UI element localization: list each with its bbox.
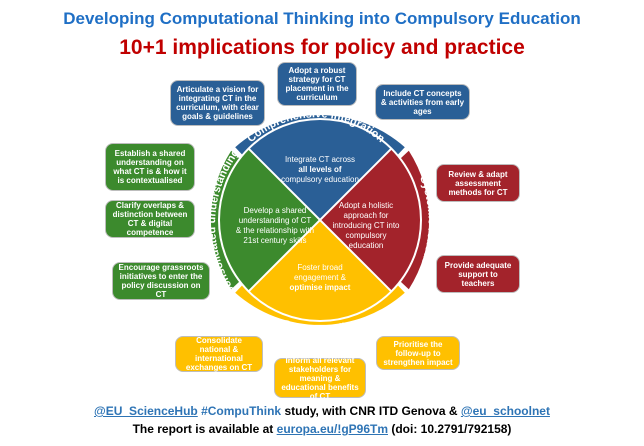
footer-credit-line: @EU_ScienceHub #CompuThink study, with C… <box>0 404 644 418</box>
grassroots-box: Encourage grassroots initiatives to ente… <box>112 262 210 300</box>
quadrant-right-line-3: introducing CT into <box>333 221 401 230</box>
eu-schoolnet-link[interactable]: @eu_schoolnet <box>460 404 550 418</box>
page-subtitle: 10+1 implications for policy and practic… <box>119 36 525 59</box>
footer-doi: (doi: 10.2791/792158) <box>391 422 512 436</box>
quadrant-right <box>320 148 421 292</box>
footer-credit-text: study, with CNR ITD Genova & <box>284 404 461 418</box>
quadrant-left-line-3: & the relationship with <box>236 226 314 235</box>
include-ct-box: Include CT concepts & activities from ea… <box>375 84 470 120</box>
quadrant-top <box>248 119 392 220</box>
ring-segment-bottom <box>235 281 405 325</box>
ring-segment-right <box>397 150 430 290</box>
ring-segment-left <box>210 150 243 290</box>
quadrant-top-line-1: Integrate CT across <box>285 155 355 164</box>
quadrant-bottom <box>248 220 392 321</box>
inform-stakeholders-box: Inform all relevant stakeholders for mea… <box>274 356 366 401</box>
quadrant-right-line-1: Adopt a holistic <box>339 201 393 210</box>
robust-strategy-box: Adopt a robust strategy for CT placement… <box>277 62 357 106</box>
quadrant-top-line-2: all levels of <box>298 165 341 174</box>
clarify-overlaps-box: Clarify overlaps & distinction between C… <box>105 200 195 238</box>
quadrant-left-line-2: understanding of CT <box>239 216 312 225</box>
quadrant-bottom-line-1: Foster broad <box>297 263 342 272</box>
teacher-support-box: Provide adequate support to teachers <box>436 255 520 293</box>
footer-report-text: The report is available at <box>132 422 277 436</box>
ring-segment-top <box>235 115 405 159</box>
computhink-hashtag[interactable]: #CompuThink <box>201 404 282 418</box>
quadrant-right-line-4: compulsory <box>346 231 387 240</box>
quadrant-bottom-line-3: optimise impact <box>290 283 351 292</box>
shared-understanding-box: Establish a shared understanding on what… <box>105 143 195 191</box>
page-title: Developing Computational Thinking into C… <box>63 9 581 28</box>
quadrant-top-line-3: compulsory education <box>281 175 359 184</box>
footer-report-line: The report is available at europa.eu/!gP… <box>0 422 644 436</box>
eu-sciencehub-link[interactable]: @EU_ScienceHub <box>94 404 198 418</box>
consolidate-box: Consolidate national & international exc… <box>175 336 263 372</box>
report-link[interactable]: europa.eu/!gP96Tm <box>276 422 388 436</box>
articulate-vision-box: Articulate a vision for integrating CT i… <box>170 80 265 126</box>
quadrant-bottom-line-2: engagement & <box>294 273 347 282</box>
quadrant-left-line-4: 21st century skills <box>243 236 306 245</box>
quadrant-right-line-5: education <box>349 241 384 250</box>
quadrant-left-line-1: Develop a shared <box>244 206 307 215</box>
assessment-box: Review & adapt assessment methods for CT <box>436 164 520 202</box>
quadrant-left <box>219 148 320 292</box>
follow-up-box: Prioritise the follow-up to strengthen i… <box>376 336 460 370</box>
quadrant-right-line-2: approach for <box>344 211 389 220</box>
